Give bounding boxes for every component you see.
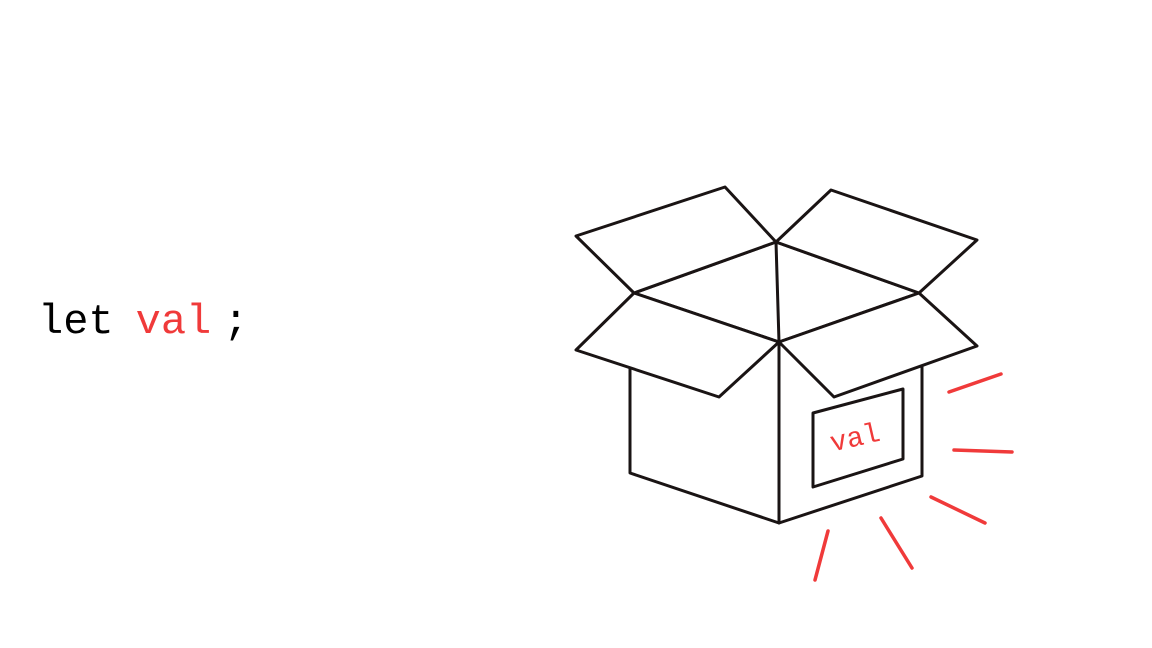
burst-line	[952, 448, 1014, 454]
burst-line	[813, 529, 830, 582]
front-right-flap	[777, 291, 979, 399]
burst-lines-icon	[813, 372, 1014, 582]
burst-line	[879, 516, 914, 570]
variable-name: val	[135, 298, 212, 346]
back-right-flap	[774, 188, 979, 295]
front-left-flap	[574, 291, 781, 399]
back-left-flap	[574, 185, 778, 295]
keyword-let: let	[38, 298, 114, 346]
open-cardboard-box-icon	[574, 185, 979, 525]
statement-terminator: ;	[223, 298, 249, 346]
box-label-frame	[811, 387, 905, 489]
burst-line	[947, 372, 1003, 394]
burst-line	[929, 495, 987, 525]
